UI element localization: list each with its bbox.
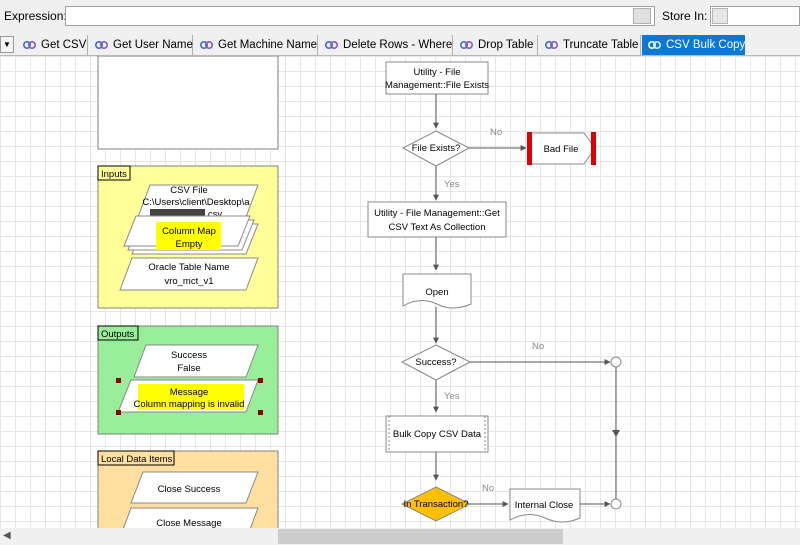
page-icon — [544, 40, 559, 50]
outputs-title: Outputs — [101, 329, 135, 340]
anchor-point[interactable] — [610, 498, 622, 510]
scrollbar-thumb[interactable] — [278, 529, 563, 544]
store-in-label: Store In: — [662, 9, 708, 23]
svg-text:Bad File: Bad File — [544, 144, 579, 155]
success-data-item[interactable] — [133, 344, 259, 378]
svg-text:csv: csv — [208, 209, 223, 220]
selection-handle[interactable] — [258, 378, 263, 383]
svg-text:Bulk Copy CSV Data: Bulk Copy CSV Data — [393, 429, 482, 440]
svg-text:Success: Success — [171, 350, 207, 361]
outputs-block[interactable]: Outputs Success False Message Column map… — [97, 325, 279, 435]
inputs-block[interactable]: Inputs CSV File C:\Users\client\Desktop\… — [97, 165, 279, 309]
svg-text:Empty: Empty — [176, 239, 203, 250]
redacted-text — [150, 209, 205, 218]
yes-label: Yes — [444, 179, 460, 190]
get-csv-text-action[interactable] — [367, 201, 507, 238]
svg-text:Utility - File Management::Get: Utility - File Management::Get — [374, 208, 500, 219]
highlight — [156, 222, 221, 250]
blank-block[interactable] — [97, 56, 279, 150]
svg-text:Close Success: Close Success — [158, 484, 221, 495]
svg-text:In Transaction?: In Transaction? — [404, 499, 469, 510]
page-icon — [647, 40, 662, 50]
svg-text:CSV Text As Collection: CSV Text As Collection — [389, 222, 486, 233]
svg-text:Internal Close: Internal Close — [515, 500, 574, 511]
page-icon — [199, 40, 214, 50]
svg-text:Column mapping is invalid: Column mapping is invalid — [134, 399, 245, 410]
svg-text:Open: Open — [425, 287, 448, 298]
tab-label: Truncate Table — [563, 39, 639, 51]
anchor-point[interactable] — [610, 356, 622, 368]
tab-label: CSV Bulk Copy — [666, 39, 746, 51]
scroll-left-icon[interactable]: ◀ — [3, 530, 11, 541]
tab-label: Get CSV — [41, 39, 87, 51]
tab-list-dropdown[interactable]: ▼ — [0, 36, 14, 53]
arrow-head — [612, 430, 620, 437]
page-icon — [94, 40, 109, 50]
expression-label: Expression: — [4, 9, 67, 23]
svg-text:C:\Users\client\Desktop\a: C:\Users\client\Desktop\a — [142, 197, 250, 208]
calculator-icon[interactable] — [633, 8, 651, 24]
tab-label: Get User Name — [113, 39, 193, 51]
in-transaction-decision[interactable] — [400, 486, 472, 522]
svg-text:False: False — [177, 363, 200, 374]
no-label: No — [490, 127, 502, 138]
tab-get-csv[interactable]: Get CSV — [17, 35, 88, 55]
data-item-icon — [712, 8, 728, 24]
tab-truncate-table[interactable]: Truncate Table — [539, 35, 641, 55]
file-exists-decision[interactable] — [401, 130, 471, 167]
svg-text:vro_mct_v1: vro_mct_v1 — [164, 276, 213, 287]
bulk-copy-code-stage[interactable] — [385, 415, 489, 453]
svg-text:Utility - File: Utility - File — [414, 67, 461, 78]
expression-input[interactable] — [65, 6, 655, 26]
tab-get-machine-name[interactable]: Get Machine Name — [194, 35, 318, 55]
success-decision[interactable] — [400, 344, 472, 381]
no-label: No — [532, 341, 544, 352]
yes-label: Yes — [444, 391, 460, 402]
close-message-data-item[interactable] — [119, 507, 259, 528]
svg-text:Oracle Table Name: Oracle Table Name — [148, 262, 229, 273]
selection-handle[interactable] — [116, 378, 121, 383]
svg-text:Success?: Success? — [415, 357, 456, 368]
tab-drop-table[interactable]: Drop Table — [454, 35, 538, 55]
tab-get-user-name[interactable]: Get User Name — [89, 35, 193, 55]
close-success-data-item[interactable] — [130, 471, 259, 504]
tab-label: Drop Table — [478, 39, 534, 51]
process-canvas[interactable]: Inputs CSV File C:\Users\client\Desktop\… — [0, 56, 800, 528]
tab-delete-rows-where[interactable]: Delete Rows - Where — [319, 35, 453, 55]
highlight — [138, 384, 244, 410]
inputs-title: Inputs — [101, 169, 127, 180]
svg-text:Message: Message — [170, 387, 209, 398]
selection-handle[interactable] — [258, 410, 263, 415]
tab-label: Get Machine Name — [218, 39, 318, 51]
local-data-items-title: Local Data Items — [101, 454, 173, 465]
page-icon — [22, 40, 37, 50]
svg-text:Column Map: Column Map — [162, 226, 216, 237]
open-code-stage[interactable] — [402, 273, 472, 309]
bad-file-end[interactable]: Bad File — [527, 132, 596, 165]
svg-text:Management::File Exists: Management::File Exists — [385, 80, 489, 91]
file-exists-action[interactable] — [385, 61, 489, 95]
selection-handle[interactable] — [116, 410, 121, 415]
no-label: No — [482, 483, 494, 494]
local-data-items-block[interactable]: Local Data Items Close Success Close Mes… — [97, 450, 279, 528]
oracle-table-name-data-item[interactable] — [119, 257, 259, 291]
tab-label: Delete Rows - Where — [343, 39, 453, 51]
page-icon — [324, 40, 339, 50]
page-tab-bar — [0, 34, 800, 56]
page-icon — [459, 40, 474, 50]
svg-text:CSV File: CSV File — [170, 185, 207, 196]
svg-text:File Exists?: File Exists? — [412, 143, 461, 154]
tab-csv-bulk-copy[interactable]: CSV Bulk Copy — [642, 35, 745, 55]
svg-text:Close Message: Close Message — [156, 518, 221, 528]
internal-close-stage[interactable] — [509, 488, 581, 523]
